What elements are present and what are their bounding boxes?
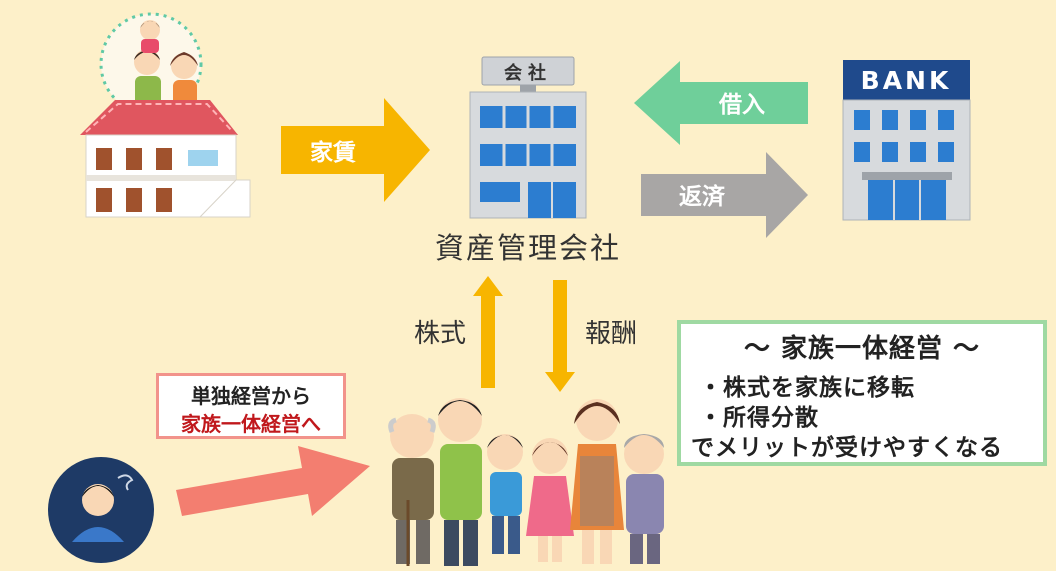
family-group-icon xyxy=(388,398,664,566)
transition-line-1: 単独経営から xyxy=(191,384,311,408)
company-name-label: 資産管理会社 xyxy=(435,231,621,265)
transition-box: 単独経営から 家族一体経営へ xyxy=(156,373,346,439)
repay-arrow xyxy=(641,152,808,238)
bank-building-icon xyxy=(842,60,971,221)
shares-label: 株式 xyxy=(414,319,466,349)
rent-arrow xyxy=(281,98,430,202)
borrow-arrow-label: 借入 xyxy=(718,92,765,118)
merit-conclusion: でメリットが受けやすくなる xyxy=(691,435,1003,461)
rent-arrow-label: 家賃 xyxy=(310,139,356,166)
reward-label: 報酬 xyxy=(585,319,637,349)
bank-sign-label: BANK xyxy=(861,66,952,95)
shares-arrow xyxy=(473,276,503,388)
transition-line-2: 家族一体経営へ xyxy=(181,412,321,436)
merit-point-1: ・株式を家族に移転 xyxy=(699,375,915,401)
worried-owner-icon xyxy=(48,457,154,563)
transition-arrow xyxy=(176,446,370,516)
company-building-icon xyxy=(469,56,587,219)
repay-arrow-label: 返済 xyxy=(679,183,726,210)
apartment-building-icon xyxy=(80,12,251,218)
borrow-arrow xyxy=(634,61,808,145)
merit-point-2: ・所得分散 xyxy=(699,405,819,431)
reward-arrow xyxy=(545,280,575,392)
company-sign-label: 会社 xyxy=(504,62,552,84)
merit-title: ～ 家族一体経営 ～ xyxy=(743,334,981,364)
merit-box: ～ 家族一体経営 ～ ・株式を家族に移転 ・所得分散 でメリットが受けやすくなる xyxy=(677,320,1047,466)
